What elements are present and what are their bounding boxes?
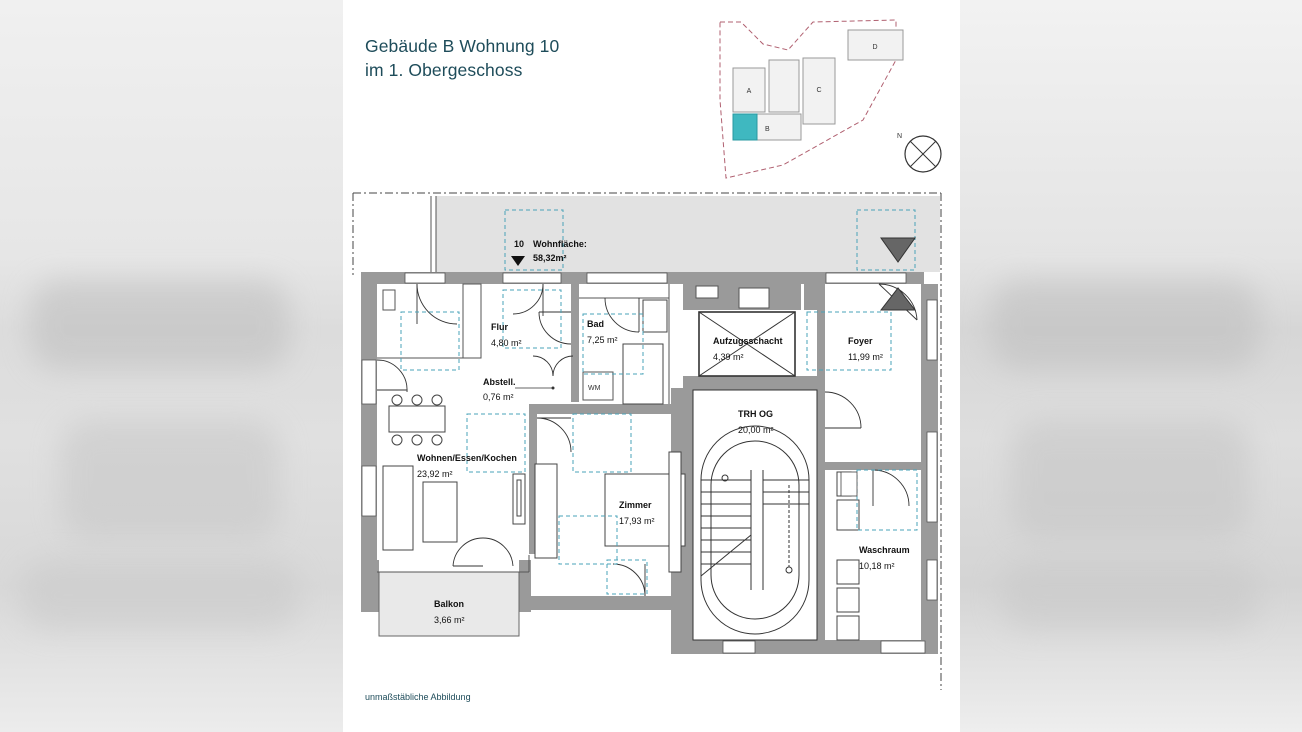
background-right (960, 0, 1302, 732)
room-zimmer-area: 17,93 m² (619, 516, 655, 526)
room-foyer-area: 11,99 m² (848, 352, 883, 362)
building-b-highlight (732, 113, 758, 141)
living-area-label: Wohnfläche: (533, 239, 587, 249)
building-d-label: D (872, 44, 877, 51)
building-c-label: C (816, 87, 821, 94)
north-arrow-icon: N (897, 133, 942, 173)
plan-drawing: A B C D N (352, 19, 942, 690)
unit-marker-icon (511, 256, 525, 266)
room-balkon-area: 3,66 m² (434, 615, 465, 625)
floor-plan-page: Gebäude B Wohnung 10 im 1. Obergeschoss … (343, 0, 960, 732)
living-area-value: 58,32m² (533, 253, 567, 263)
building-b-label: B (765, 126, 770, 133)
page-title: Gebäude B Wohnung 10 im 1. Obergeschoss (365, 34, 559, 82)
title-line-1: Gebäude B Wohnung 10 (365, 36, 560, 56)
room-wohnen-area: 23,92 m² (417, 469, 453, 479)
north-label: N (897, 133, 902, 140)
building-c (802, 57, 836, 125)
scale-note: unmaßstäbliche Abbildung (365, 692, 471, 702)
elevator-shaft (698, 311, 796, 377)
room-waschraum-name: Waschraum (859, 545, 910, 555)
room-aufzug-area: 4,39 m² (713, 352, 744, 362)
balcony-area (378, 571, 520, 637)
terrace-area (436, 196, 940, 272)
room-aufzug-name: Aufzugsschacht (713, 336, 783, 346)
site-plan: A B C D N (719, 19, 942, 179)
room-bad-name: Bad (587, 319, 604, 329)
stair-down-icon (880, 237, 916, 263)
staircase (692, 389, 818, 641)
title-line-2: im 1. Obergeschoss (365, 60, 523, 80)
building-a (732, 67, 766, 113)
room-wohnen-name: Wohnen/Essen/Kochen (417, 453, 517, 463)
room-trh-name: TRH OG (738, 409, 773, 419)
room-wm-label: WM (588, 385, 601, 392)
building-a-label: A (747, 88, 752, 95)
room-foyer-name: Foyer (848, 336, 873, 346)
room-flur-area: 4,80 m² (491, 338, 522, 348)
room-waschraum-area: 10,18 m² (859, 561, 895, 571)
room-bad-area: 7,25 m² (587, 335, 618, 345)
building-d (847, 29, 904, 61)
stair-up-icon (879, 287, 917, 311)
unit-label: 10 Wohnfläche: 58,32m² (514, 239, 587, 263)
background-left (0, 0, 343, 732)
unit-number: 10 (514, 239, 524, 249)
accessibility-markers (400, 209, 918, 595)
room-abstell-area: 0,76 m² (483, 392, 514, 402)
room-abstell-name: Abstell. (483, 377, 516, 387)
property-line (352, 192, 942, 690)
building-wing (768, 59, 800, 113)
room-balkon-name: Balkon (434, 599, 464, 609)
room-flur-name: Flur (491, 322, 508, 332)
room-zimmer-name: Zimmer (619, 500, 652, 510)
room-trh-area: 20,00 m² (738, 425, 774, 435)
